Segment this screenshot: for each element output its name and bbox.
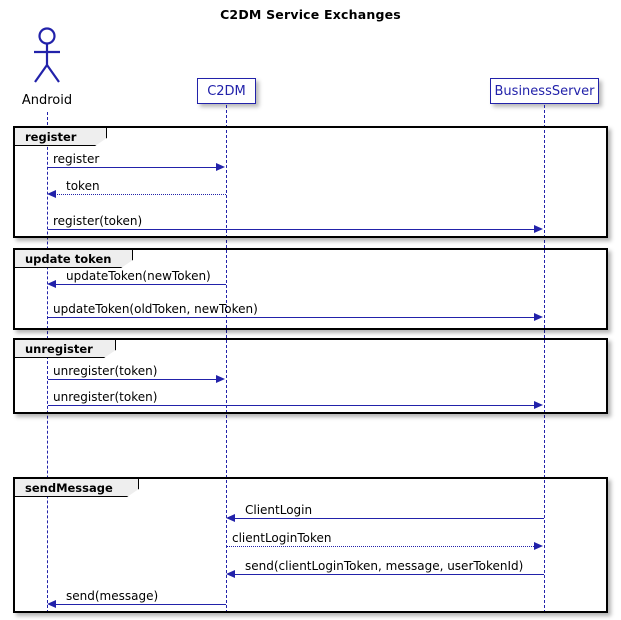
participant-label-android: Android: [21, 93, 73, 108]
message-label: clientLoginToken: [232, 531, 332, 545]
message-line: [55, 194, 226, 195]
lifeline-c2dm: [226, 105, 227, 613]
message-label: unregister(token): [53, 390, 158, 404]
lifeline-android: [47, 112, 48, 613]
fragment-register: register: [13, 126, 608, 238]
message-label: ClientLogin: [245, 503, 313, 517]
arrowhead-right-icon: [534, 542, 543, 550]
actor-stick-figure-icon: [34, 27, 60, 83]
message-line: [48, 317, 536, 318]
message-label: token: [66, 179, 100, 193]
fragment-label-sendmessage: sendMessage: [15, 479, 139, 497]
arrowhead-left-icon: [226, 570, 235, 578]
message-label: register(token): [53, 214, 143, 228]
arrowhead-left-icon: [226, 514, 235, 522]
fragment-label-update-token: update token: [15, 250, 133, 268]
message-line: [48, 405, 536, 406]
message-line: [55, 284, 226, 285]
message-line: [234, 518, 544, 519]
message-label: register: [53, 152, 100, 166]
message-line: [227, 546, 536, 547]
arrowhead-right-icon: [534, 225, 543, 233]
arrowhead-left-icon: [47, 280, 56, 288]
message-label: send(clientLoginToken, message, userToke…: [245, 559, 524, 573]
message-label: updateToken(newToken): [66, 269, 211, 283]
arrowhead-right-icon: [534, 313, 543, 321]
arrowhead-right-icon: [216, 375, 225, 383]
arrowhead-left-icon: [47, 190, 56, 198]
arrowhead-left-icon: [47, 600, 56, 608]
arrowhead-right-icon: [534, 401, 543, 409]
fragment-label-register: register: [15, 128, 107, 146]
message-line: [55, 604, 226, 605]
page-title: C2DM Service Exchanges: [220, 7, 401, 22]
fragment-unregister: unregister: [13, 338, 608, 414]
lifeline-businessserver: [544, 105, 545, 613]
participant-box-businessserver[interactable]: BusinessServer: [490, 78, 599, 104]
actor-android: [27, 27, 67, 87]
message-line: [234, 574, 544, 575]
message-line: [48, 379, 218, 380]
fragment-update-token: update token: [13, 248, 608, 330]
fragment-label-unregister: unregister: [15, 340, 116, 358]
arrowhead-right-icon: [216, 163, 225, 171]
participant-box-c2dm[interactable]: C2DM: [197, 78, 256, 104]
message-label: send(message): [66, 589, 159, 603]
message-line: [48, 229, 536, 230]
fragment-sendmessage: sendMessage: [13, 477, 608, 613]
message-line: [48, 167, 218, 168]
message-label: unregister(token): [53, 364, 158, 378]
message-label: updateToken(oldToken, newToken): [53, 302, 258, 316]
